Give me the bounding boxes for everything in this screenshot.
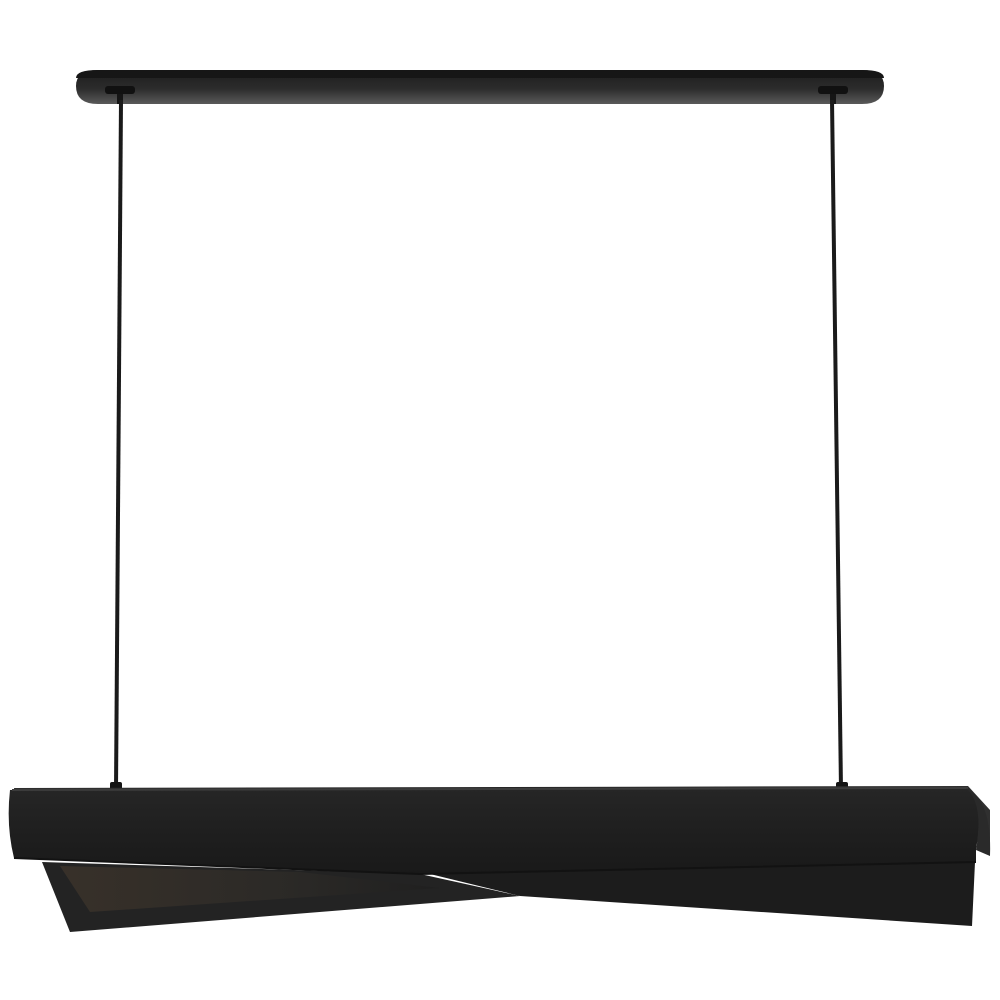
folded-shade	[8, 786, 991, 932]
suspension-rods	[110, 94, 848, 792]
ceiling-canopy	[76, 70, 884, 104]
